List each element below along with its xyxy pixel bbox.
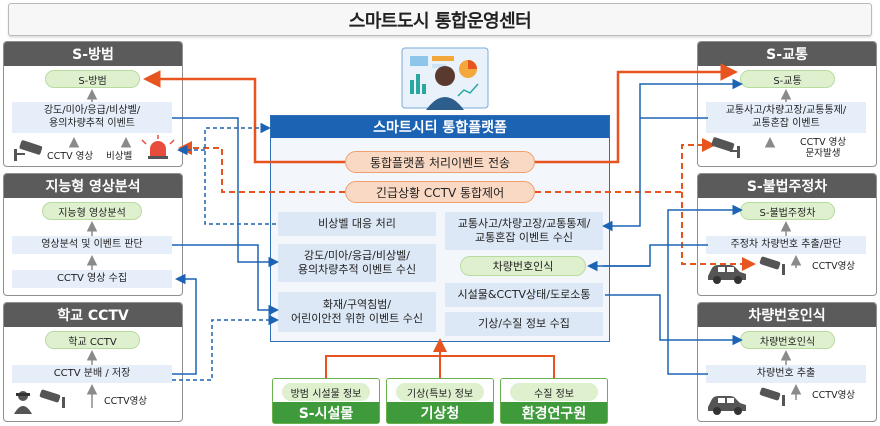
- source-kma-info: 기상(특보) 정보: [396, 383, 484, 401]
- video-judge-box: 영상분석 및 이벤트 판단: [12, 236, 172, 254]
- page-title: 스마트도시 통합운영센터: [8, 3, 872, 36]
- source-env-info: 수질 정보: [510, 383, 598, 401]
- crime-bell-label: 비상벨: [106, 151, 133, 162]
- weather-water-box: 기상/수질 정보 수집: [445, 312, 603, 336]
- school-cctv-pill: 학교 CCTV: [45, 331, 140, 349]
- plate-cctv-label: CCTV영상: [812, 390, 856, 401]
- panel-title-school-cctv: 학교 CCTV: [4, 303, 182, 327]
- crime-event-box: 강도/미아/응급/비상벨/ 용의차량추적 이벤트: [12, 102, 172, 133]
- bell-response-box: 비상벨 대응 처리: [278, 212, 436, 236]
- source-kma: 기상(특보) 정보 기상청: [386, 378, 494, 424]
- source-env-institute: 수질 정보 환경연구원: [500, 378, 608, 424]
- school-cctv-label: CCTV영상: [104, 396, 148, 407]
- plate-extract-box: 차량번호 추출: [706, 365, 866, 383]
- plate-recognition-module: 차량번호인식: [460, 256, 586, 276]
- panel-title-plate-recognition: 차량번호인식: [698, 303, 876, 327]
- fire-event-receive-box: 화재/구역침범/ 어린이안전 위한 이벤트 수신: [278, 292, 436, 332]
- source-s-facility-info: 방범 시설물 정보: [282, 383, 370, 401]
- panel-title-video-analysis: 지능형 영상분석: [4, 174, 182, 198]
- facility-status-box: 시설물&CCTV상태/도로소통: [445, 283, 603, 307]
- panel-illegal-parking: S-불법주정차: [697, 173, 877, 296]
- bell-to-platform-line: [204, 122, 276, 225]
- video-to-platform-line: [172, 244, 279, 316]
- traffic-cctv-label: CCTV 영상 문자발생: [800, 137, 847, 159]
- school-to-platform-line: [172, 314, 279, 381]
- traffic-event-box: 교통사고/차량고장/교통통제/ 교통혼잡 이벤트: [706, 102, 866, 133]
- traffic-to-platform-line: [602, 117, 708, 232]
- source-kma-name: 기상청: [387, 402, 493, 423]
- panel-title-illegal-parking: S-불법주정차: [698, 174, 876, 198]
- parking-extract-box: 주정차 차량번호 추출/판단: [706, 236, 866, 254]
- platform-title: 스마트시티 통합플랫폼: [271, 116, 609, 138]
- source-env-name: 환경연구원: [501, 402, 607, 423]
- s-traffic-pill: S-교통: [740, 70, 835, 88]
- panel-plate-recognition: 차량번호인식: [697, 302, 877, 422]
- plate-recognition-pill: 차량번호인식: [740, 331, 835, 349]
- traffic-event-receive-box: 교통사고/차량고장/교통통제/ 교통혼잡 이벤트 수신: [445, 212, 603, 250]
- crime-event-receive-box: 강도/미아/응급/비상벨/ 용의차량추적 이벤트 수신: [278, 244, 436, 282]
- s-crime-pill: S-방범: [45, 70, 140, 88]
- event-transfer-pill: 통합플랫폼 처리이벤트 전송: [345, 151, 535, 173]
- emergency-control-pill: 긴급상황 CCTV 통합제어: [345, 181, 535, 203]
- panel-title-s-traffic: S-교통: [698, 42, 876, 66]
- parking-cctv-label: CCTV영상: [812, 261, 856, 272]
- panel-school-cctv: 학교 CCTV: [3, 302, 183, 422]
- crime-to-platform-line: [172, 117, 279, 268]
- school-store-box: CCTV 분배 / 저장: [12, 365, 172, 383]
- source-s-facility-name: S-시설물: [273, 402, 379, 423]
- sources-to-platform-line: [325, 344, 555, 378]
- source-s-facility: 방범 시설물 정보 S-시설물: [272, 378, 380, 424]
- video-collect-box: CCTV 영상 수집: [12, 270, 172, 288]
- crime-cctv-label: CCTV 영상: [47, 151, 94, 162]
- illegal-parking-pill: S-불법주정차: [740, 202, 835, 220]
- panel-title-s-crime: S-방범: [4, 42, 182, 66]
- video-analysis-pill: 지능형 영상분석: [42, 202, 142, 220]
